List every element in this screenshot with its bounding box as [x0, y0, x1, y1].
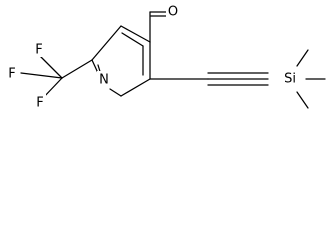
nitrogen-label: N	[99, 73, 109, 88]
bond-c5-c4	[120, 25, 151, 43]
atom-labels: O N F F F Si	[4, 5, 301, 111]
bond-si-methyl-up	[296, 49, 309, 67]
bond-c3-c2	[120, 78, 151, 97]
oxygen-label: O	[168, 5, 178, 20]
fluorine-bottom-label: F	[36, 96, 43, 111]
fluorine-left-label: F	[8, 67, 15, 82]
bond-si-methyl-down	[296, 91, 309, 109]
chemical-structure: O N F F F Si	[4, 4, 326, 111]
bond-cf3-f-top	[39, 55, 63, 79]
bond-n1-c6	[91, 59, 99, 74]
bond-cf3-f-left	[20, 72, 63, 79]
bond-c2-n1	[109, 88, 122, 97]
bonds	[20, 11, 326, 109]
bond-c6-c5	[91, 25, 122, 61]
fluorine-top-label: F	[35, 43, 42, 58]
silicon-label: Si	[284, 72, 296, 87]
bond-c6-cf3	[61, 59, 93, 79]
bond-c5-c4-inner	[121, 32, 144, 47]
